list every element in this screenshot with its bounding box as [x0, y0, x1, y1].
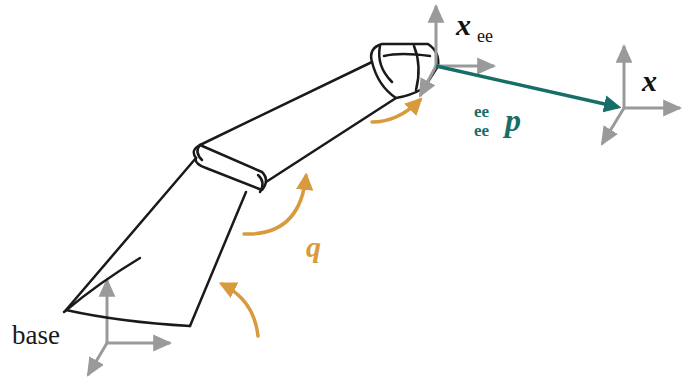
base-frame: [88, 280, 170, 375]
frame-subscript: ee: [477, 27, 493, 45]
offset-vector: [436, 66, 618, 107]
arm-sketch: [64, 44, 438, 326]
frame-symbol: x: [456, 10, 471, 40]
joint-arrows: [222, 100, 420, 336]
joint-symbol: q: [306, 232, 321, 262]
vector-superscript: ee: [474, 103, 489, 120]
target-frame: [602, 46, 680, 144]
frame-name: base: [12, 322, 60, 349]
ee-frame: [420, 6, 494, 96]
vector-symbol: p: [505, 104, 521, 136]
frame-symbol: x: [642, 66, 657, 96]
vector-subscript: ee: [474, 122, 489, 139]
